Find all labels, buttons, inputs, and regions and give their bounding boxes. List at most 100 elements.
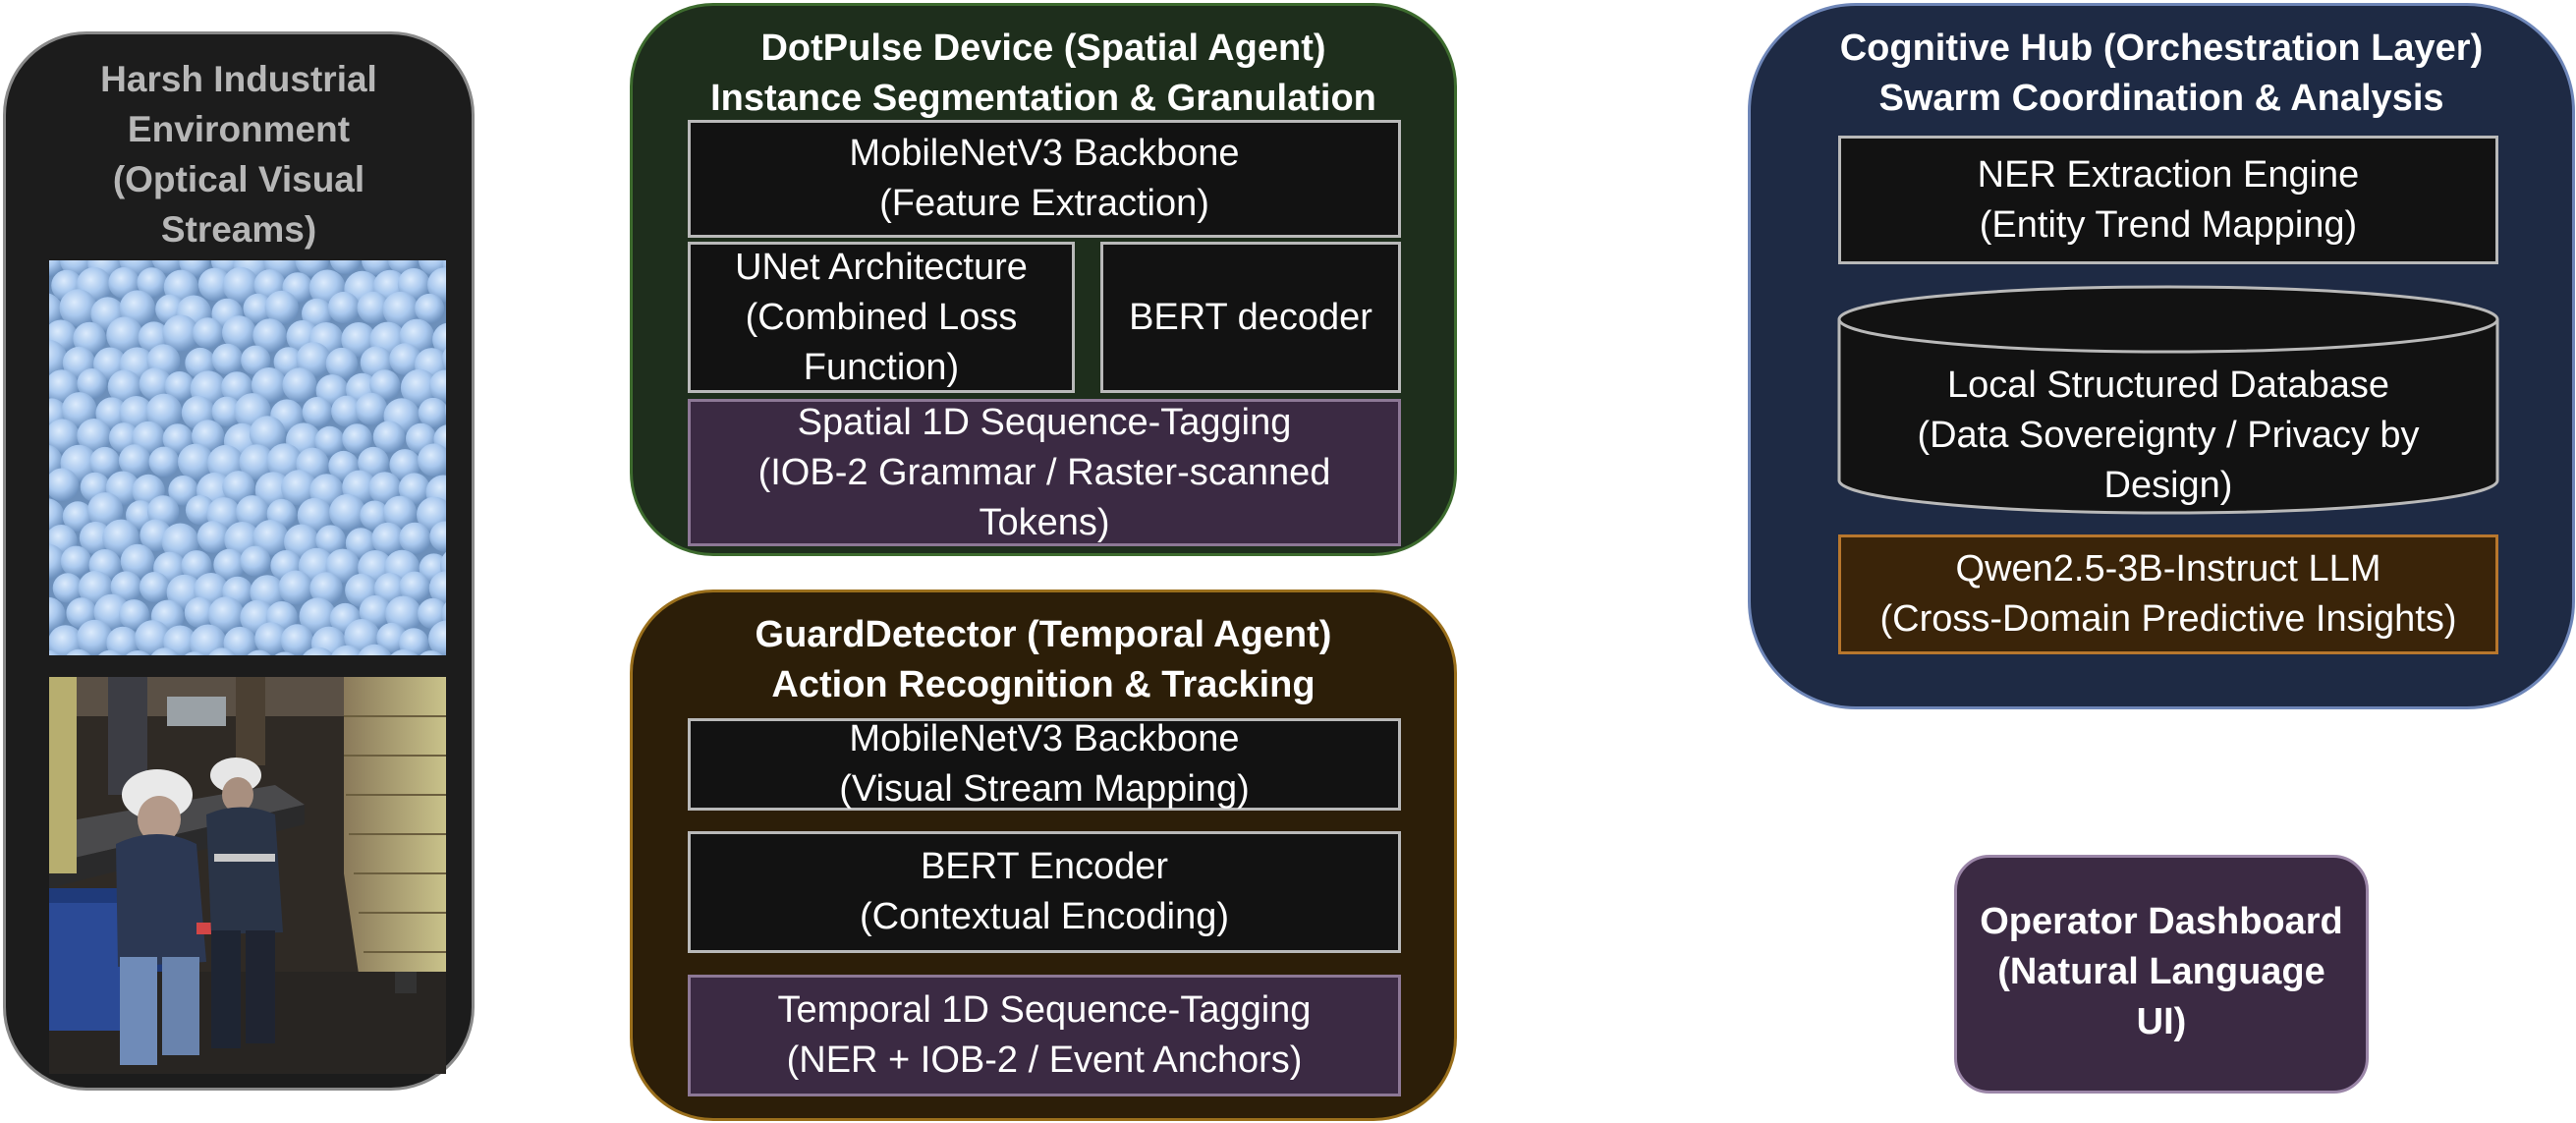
granule xyxy=(418,443,446,477)
unet-architecture-block: UNet Architecture (Combined Loss Functio… xyxy=(688,242,1075,393)
granule xyxy=(309,572,343,605)
granule xyxy=(49,498,65,533)
granule xyxy=(49,419,80,453)
granule xyxy=(79,521,112,555)
granule xyxy=(341,322,376,358)
granule xyxy=(429,521,446,552)
granule xyxy=(62,501,93,533)
granule xyxy=(243,293,273,323)
granule xyxy=(360,500,390,531)
granule xyxy=(399,522,431,554)
database-label: Local Structured Database (Data Sovereig… xyxy=(1917,365,2420,506)
granule xyxy=(282,367,317,403)
granule xyxy=(373,573,407,605)
granule xyxy=(137,267,167,298)
spatial-agent-panel: DotPulse Device (Spatial Agent) Instance… xyxy=(630,3,1457,556)
granule xyxy=(251,367,287,403)
granule xyxy=(264,290,299,324)
operator-dashboard-panel: Operator Dashboard (Natural Language UI) xyxy=(1954,855,2369,1094)
granule xyxy=(208,647,236,655)
granule xyxy=(168,476,198,506)
granule xyxy=(49,468,80,501)
granule xyxy=(241,345,271,375)
granule xyxy=(345,528,376,559)
granule xyxy=(106,626,140,655)
granule xyxy=(254,622,288,655)
granule xyxy=(87,492,124,529)
granule xyxy=(358,644,392,655)
granule xyxy=(163,625,197,655)
granule xyxy=(385,595,421,633)
granule xyxy=(302,397,333,427)
granule xyxy=(428,620,446,655)
granule xyxy=(299,597,337,636)
granule xyxy=(331,645,364,655)
granule xyxy=(296,342,331,377)
bert-decoder-block: BERT decoder xyxy=(1100,242,1401,393)
granule xyxy=(274,651,295,655)
granule xyxy=(61,392,97,427)
granule xyxy=(119,396,153,430)
granule xyxy=(49,625,84,655)
granule xyxy=(240,545,271,577)
granule xyxy=(59,289,97,327)
granule xyxy=(252,520,289,556)
granule xyxy=(418,597,446,630)
granule xyxy=(162,314,199,352)
granule xyxy=(139,572,170,602)
granule xyxy=(49,293,63,327)
granule xyxy=(329,493,366,531)
granule xyxy=(49,596,66,632)
granule xyxy=(213,548,246,581)
granule xyxy=(303,646,334,655)
spatial-backbone-block: MobileNetV3 Backbone (Feature Extraction… xyxy=(688,120,1401,238)
granule-texture-image xyxy=(49,260,446,655)
granule xyxy=(358,446,389,478)
granule xyxy=(184,596,216,629)
granule xyxy=(389,449,421,480)
temporal-agent-title: GuardDetector (Temporal Agent) Action Re… xyxy=(755,614,1332,705)
granule xyxy=(236,495,269,529)
granule xyxy=(399,628,429,655)
granule xyxy=(278,570,313,605)
granule xyxy=(342,423,372,454)
granule xyxy=(325,347,359,380)
granule xyxy=(161,523,199,561)
granule xyxy=(222,315,256,350)
connector-hint xyxy=(475,291,478,295)
granule xyxy=(222,266,259,304)
granule xyxy=(181,550,212,582)
granule xyxy=(357,291,390,324)
granule xyxy=(184,651,205,655)
granule xyxy=(66,648,91,655)
granule xyxy=(135,620,171,655)
granule xyxy=(371,522,405,555)
granule xyxy=(281,470,317,506)
ner-engine-block: NER Extraction Engine (Entity Trend Mapp… xyxy=(1838,136,2498,264)
granule xyxy=(211,343,244,375)
granule xyxy=(49,339,68,377)
granule xyxy=(89,446,120,477)
granule xyxy=(390,648,419,655)
granule xyxy=(148,446,180,477)
environment-panel: Harsh Industrial Environment (Optical Vi… xyxy=(3,31,475,1091)
qwen-llm-block: Qwen2.5-3B-Instruct LLM (Cross-Domain Pr… xyxy=(1838,534,2498,654)
granule xyxy=(331,395,364,427)
granule xyxy=(252,318,287,353)
granule xyxy=(297,497,333,533)
granule xyxy=(368,472,402,505)
granule xyxy=(383,495,417,530)
granule xyxy=(106,316,143,354)
granule xyxy=(444,403,446,417)
granule xyxy=(428,369,446,403)
granule xyxy=(327,291,361,324)
granule xyxy=(427,267,446,303)
granule xyxy=(211,396,243,427)
granule xyxy=(428,571,446,605)
granule xyxy=(355,392,388,425)
granule xyxy=(164,371,195,402)
granule xyxy=(60,545,91,577)
spatial-agent-title: DotPulse Device (Spatial Agent) Instance… xyxy=(710,28,1376,119)
granule xyxy=(162,423,194,454)
granule xyxy=(415,293,445,323)
